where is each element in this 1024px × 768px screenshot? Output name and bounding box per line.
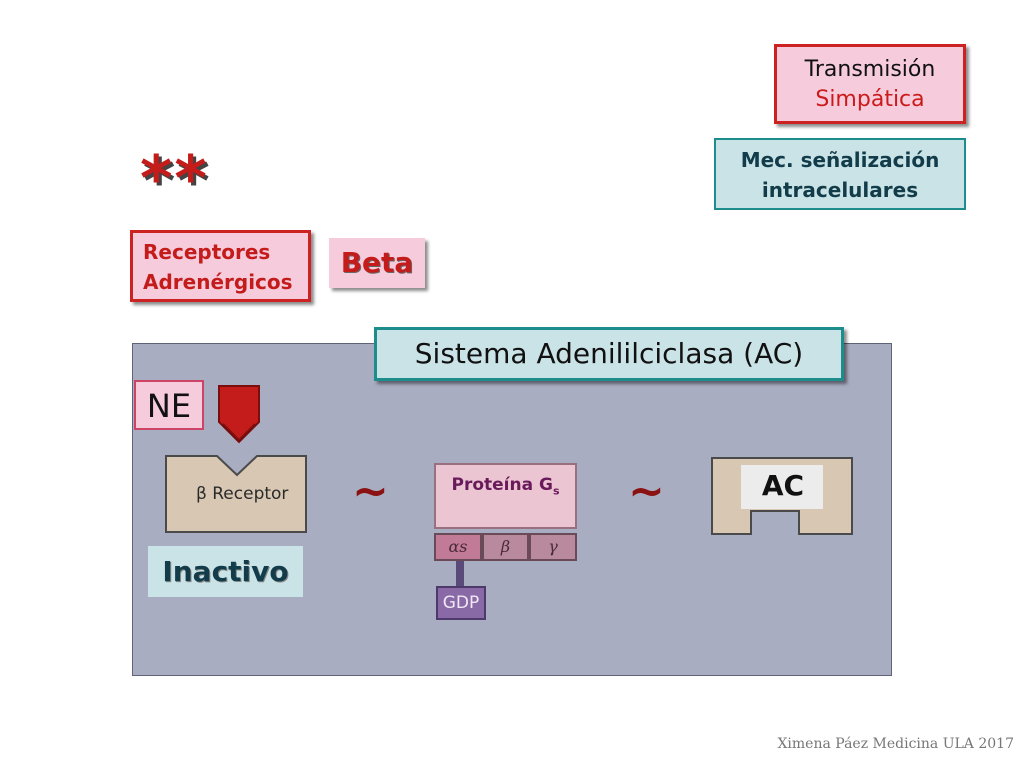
adenylyl-cyclase-shape (711, 457, 853, 535)
receptors-box: Receptores Adrenérgicos (130, 230, 311, 302)
receptors-line-1: Receptores (143, 240, 271, 264)
mechanism-line-2: intracelulares (761, 178, 919, 202)
tilde-connector: ~ (628, 466, 665, 517)
mechanism-line-1: Mec. señalización (740, 148, 940, 172)
title-line-1: Transmisión (804, 57, 936, 82)
gdp-stalk (456, 561, 464, 587)
g-protein-subscript: s (552, 484, 560, 498)
title-line-2: Simpática (815, 87, 925, 112)
gdp-label: GDP (436, 586, 486, 620)
footer-credit: Ximena Páez Medicina ULA 2017 (777, 736, 1014, 752)
mechanism-box: Mec. señalización intracelulares (714, 138, 966, 210)
title-box: Transmisión Simpática (774, 44, 966, 124)
subunit-alpha: αs (434, 533, 482, 561)
stars-mark: ** (140, 142, 209, 215)
receptors-line-2: Adrenérgicos (143, 270, 293, 294)
g-protein-body: Proteína Gs (434, 463, 577, 529)
beta-receptor-shape (165, 455, 307, 533)
ac-label: AC (761, 469, 805, 502)
ne-label: NE (134, 380, 204, 430)
ne-ligand-icon (218, 385, 260, 444)
g-protein-subunits: αs β γ (434, 533, 577, 561)
subunit-gamma: γ (529, 533, 577, 561)
subunit-beta: β (482, 533, 529, 561)
tilde-connector: ~ (352, 466, 389, 517)
system-title: Sistema Adenililciclasa (AC) (374, 327, 844, 381)
g-protein-label: Proteína G (451, 475, 553, 495)
receptor-label: β Receptor (196, 484, 289, 504)
beta-label: Beta (329, 238, 425, 288)
state-label: Inactivo (148, 546, 303, 597)
